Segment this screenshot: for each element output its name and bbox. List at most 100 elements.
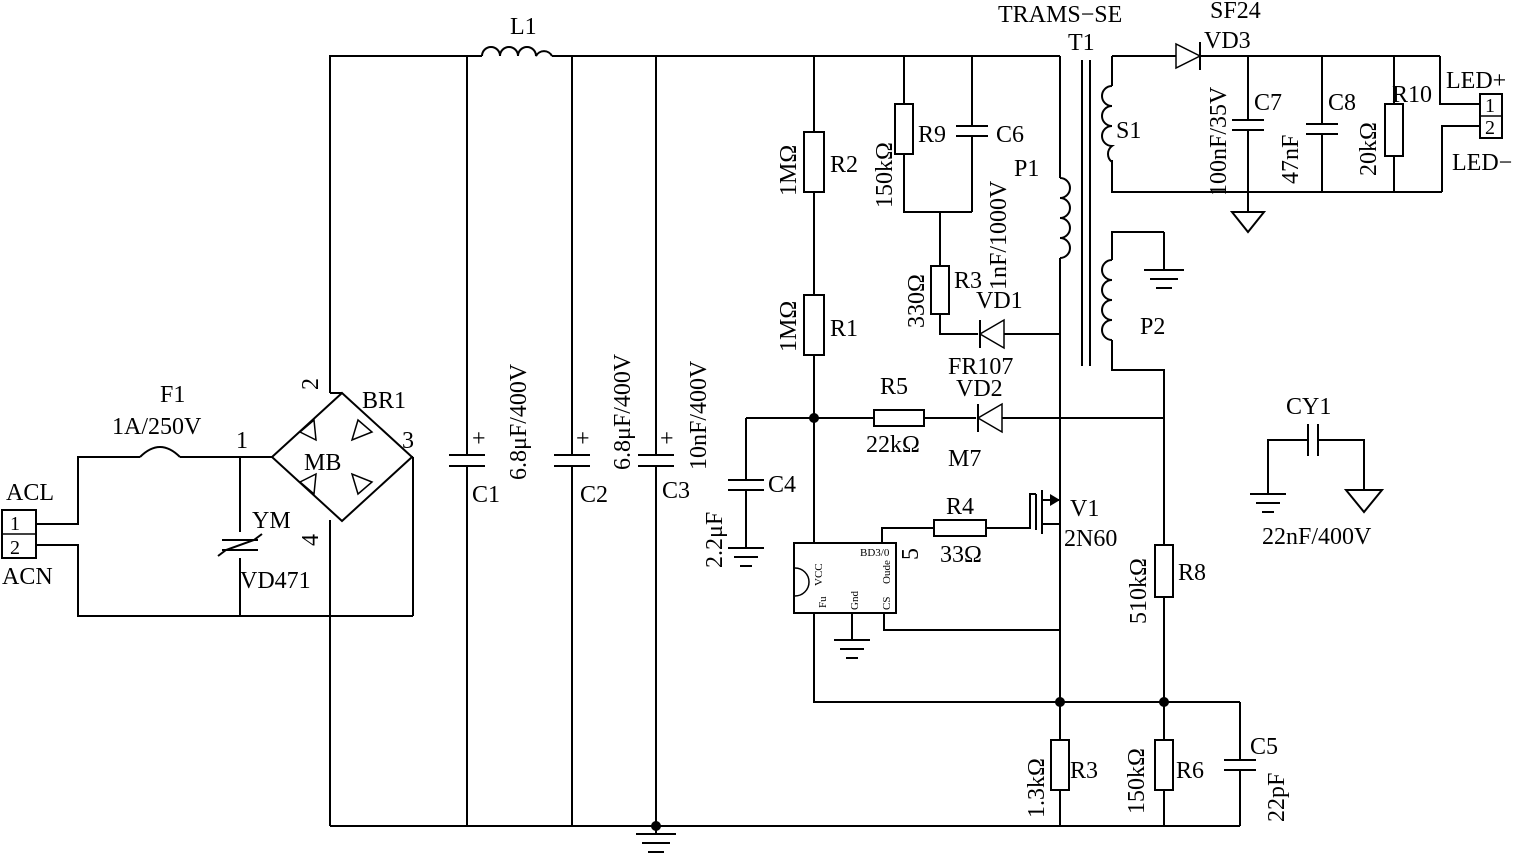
ic-vcc: VCC (813, 563, 825, 586)
v1-label: V1 (1070, 496, 1099, 522)
sf24-label: SF24 (1210, 0, 1261, 24)
c7-label: C7 (1254, 90, 1282, 116)
r3-bot-value: 1.3kΩ (1024, 758, 1050, 818)
resistor-r3-snubber: R3 330Ω (904, 265, 982, 328)
c2-value: 6.8μF/400V (610, 353, 636, 470)
r10-value: 20kΩ (1356, 122, 1382, 176)
resistor-r3-sense: R3 1.3kΩ (1024, 702, 1098, 826)
ic-gnd: Gnd (849, 591, 861, 610)
out-pin2-label: 2 (1485, 117, 1495, 139)
p2-label: P2 (1140, 314, 1165, 340)
ym-label: YM (252, 508, 291, 534)
r9-label: R9 (918, 122, 946, 148)
ground-secondary (1229, 211, 1267, 234)
wire-cs (883, 613, 1060, 631)
capacitor-c2: + C2 6.8μF/400V (554, 56, 636, 826)
c2-plus: + (576, 426, 590, 452)
ic-fu: Fu (817, 596, 829, 608)
c5-label: C5 (1250, 734, 1278, 760)
c2-label: C2 (580, 482, 608, 508)
ac-input-connector: 1 2 ACL ACN (1, 480, 54, 590)
fr107-label: FR107 (948, 354, 1013, 380)
r4-label: R4 (946, 494, 974, 520)
r6-label: R6 (1176, 758, 1204, 784)
led-minus-label: LED− (1452, 150, 1512, 176)
c8-label: C8 (1328, 90, 1356, 116)
r5-label: R5 (880, 374, 908, 400)
vd471-label: VD471 (240, 568, 311, 594)
c5-value: 22pF (1264, 773, 1290, 822)
mosfet-v1: V1 2N60 (1035, 490, 1117, 702)
r1-value: 1MΩ (776, 301, 802, 352)
resistor-r4: R4 33Ω (933, 494, 987, 568)
cy1-label: CY1 (1286, 394, 1331, 420)
br1-label: BR1 (362, 388, 406, 414)
br-pin3: 3 (402, 428, 414, 454)
wire-ic-bottom (813, 613, 1240, 703)
diode-vd2: VD2 M7 (948, 376, 1164, 472)
led-plus-label: LED+ (1446, 68, 1506, 94)
wire-acn (36, 544, 413, 617)
r3-bot-label: R3 (1070, 758, 1098, 784)
br-pin2: 2 (298, 378, 324, 390)
f1-rating: 1A/250V (112, 414, 202, 440)
ic-oude: Oude (881, 560, 893, 584)
r2-label: R2 (830, 152, 858, 178)
acl-label: ACL (6, 480, 54, 506)
bridge-rectifier-br1: BR1 MB 1 2 3 4 (236, 378, 414, 616)
trams-label: TRAMS−SE (998, 2, 1122, 28)
r3-top-label: R3 (954, 268, 982, 294)
l1-label: L1 (510, 14, 537, 40)
capacitor-c8: C8 47nF (1278, 56, 1356, 192)
resistor-r9: R9 150kΩ (872, 103, 946, 208)
r9-value: 150kΩ (872, 142, 898, 208)
resistor-r1: R1 1MΩ (776, 294, 858, 356)
vd1-label: VD1 (976, 288, 1023, 314)
ic-name: BD3/0 (860, 547, 890, 559)
r10-label: R10 (1392, 82, 1432, 108)
resistor-r5: R5 22kΩ (866, 374, 925, 458)
controller-ic: BD3/0 VCC Oude Fu Gnd CS 5 (793, 542, 924, 614)
s1-label: S1 (1116, 118, 1141, 144)
vd2-label: VD2 (956, 376, 1003, 402)
resistor-r8: R8 510kΩ (1126, 544, 1206, 702)
diode-vd3: SF24 VD3 (1175, 0, 1440, 70)
v1-part: 2N60 (1064, 526, 1117, 552)
wire-r9-bot (903, 154, 972, 213)
f1-label: F1 (160, 382, 185, 408)
varistor-vd471: YM VD471 (217, 457, 311, 616)
r3-top-value: 330Ω (904, 274, 930, 328)
cy1-value: 22nF/400V (1262, 524, 1372, 550)
capacitor-c7: C7 100nF/35V (1206, 56, 1282, 212)
m7-label: M7 (948, 446, 981, 472)
c1-plus: + (472, 426, 486, 452)
out-pin1-label: 1 (1485, 95, 1495, 117)
c1-label: C1 (472, 482, 500, 508)
wire-r3-vd1 (939, 314, 978, 335)
ground-ic (834, 613, 870, 659)
c4-value: 2.2μF (702, 512, 728, 568)
r8-label: R8 (1178, 560, 1206, 586)
c7-value: 100nF/35V (1206, 86, 1232, 196)
r2-value: 1MΩ (776, 145, 802, 196)
wire-acl (36, 456, 140, 525)
vd3-label: VD3 (1204, 28, 1251, 54)
conn-pin1-label: 1 (10, 513, 20, 535)
conn-pin2-label: 2 (10, 537, 20, 559)
inductor-l1: L1 (481, 14, 553, 57)
t1-label: T1 (1068, 30, 1095, 56)
c3-value: 10nF/400V (686, 360, 712, 470)
resistor-r6: R6 150kΩ (1124, 702, 1204, 826)
c4-label: C4 (768, 472, 796, 498)
capacitor-cy1: CY1 22nF/400V (1250, 394, 1385, 550)
capacitor-c1: + C1 6.8μF/400V (449, 56, 532, 826)
diode-vd1: VD1 FR107 (948, 288, 1060, 380)
c6-label: C6 (996, 122, 1024, 148)
capacitor-c5: C5 22pF (1224, 702, 1290, 826)
wire-r4-gate (986, 493, 1036, 529)
br-pin1: 1 (236, 428, 248, 454)
mb-label: MB (304, 450, 341, 476)
ic-pin5: 5 (898, 548, 924, 560)
c3-plus: + (660, 426, 674, 452)
